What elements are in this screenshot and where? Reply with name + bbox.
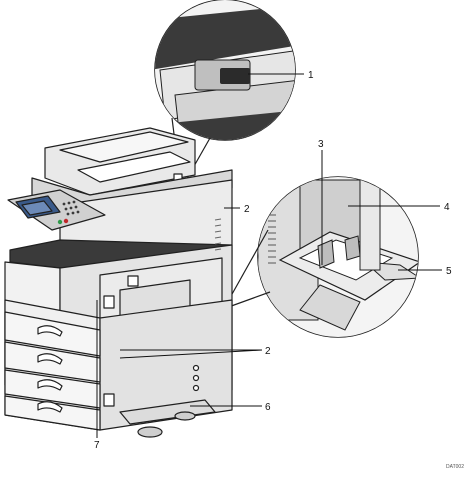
callout-3: 3 <box>318 139 324 150</box>
callout-2-bottom: 2 <box>265 346 271 357</box>
callout-leaders <box>96 73 442 438</box>
figure-code: DAT002 <box>446 464 464 470</box>
printer-body <box>4 127 233 438</box>
callout-7: 7 <box>94 440 100 451</box>
top-detail-inset <box>154 0 296 141</box>
callout-6: 6 <box>265 402 271 413</box>
callout-1: 1 <box>308 70 314 81</box>
callout-5: 5 <box>446 266 452 277</box>
callout-4: 4 <box>444 202 450 213</box>
bypass-tray-inset <box>257 176 419 338</box>
paper-trays <box>4 311 101 431</box>
callout-2-top: 2 <box>244 204 250 215</box>
leader-2-bottom-b <box>119 349 263 359</box>
